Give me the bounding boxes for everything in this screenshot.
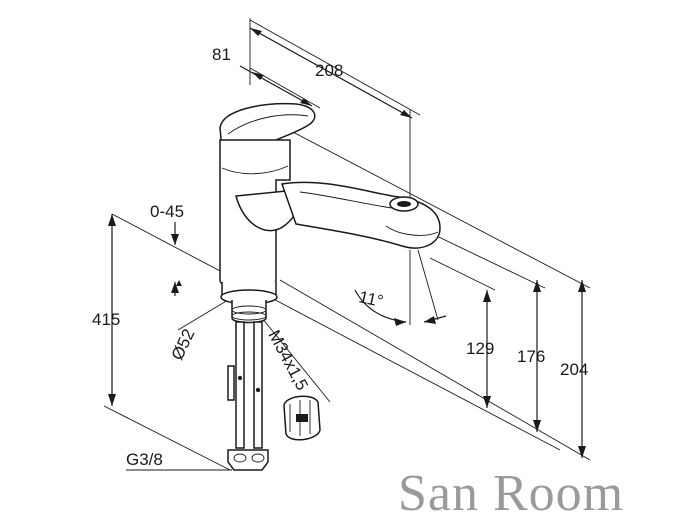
dim-176-label: 176	[517, 347, 545, 366]
dim-angle-label: 11°	[357, 287, 385, 311]
dim-204-label: 204	[560, 360, 588, 379]
tilt-angle-arc	[354, 249, 447, 326]
top-dimension-lines	[239, 18, 421, 205]
vertical-height-dimensions	[483, 280, 586, 458]
watermark: San Room	[398, 465, 624, 522]
dim-81-label: 81	[212, 45, 231, 64]
left-height-dimension	[103, 214, 231, 471]
faucet-body	[219, 102, 441, 471]
diameter-leader	[177, 299, 229, 331]
dim-connection-label: G3/8	[126, 450, 163, 469]
mounting-nut	[283, 395, 321, 441]
right-diagonal-reference-lines	[111, 119, 591, 461]
dim-208-label: 208	[315, 61, 343, 80]
dim-415-label: 415	[92, 310, 120, 329]
deck-thickness-dimension	[171, 222, 179, 296]
dim-0-45-label: 0-45	[150, 202, 184, 221]
dim-129-label: 129	[466, 339, 494, 358]
dim-thread-label: M34x1,5	[264, 327, 311, 393]
thread-leader	[261, 317, 331, 403]
dim-diameter-label: Ø52	[168, 326, 199, 363]
deck-direction-marker	[176, 280, 182, 286]
